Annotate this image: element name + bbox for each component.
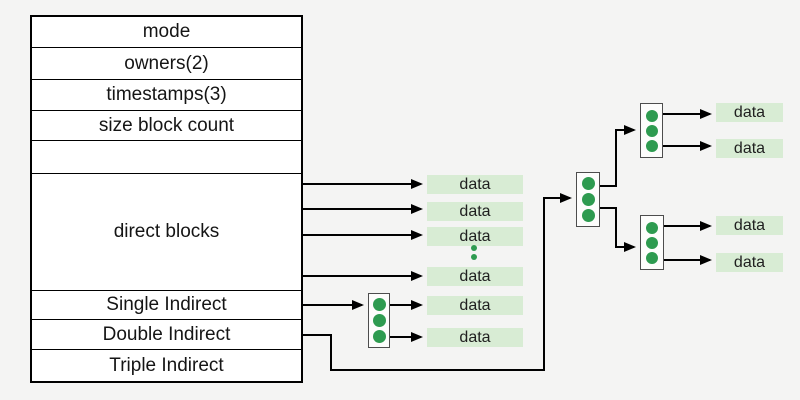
pointer-dot — [646, 236, 658, 249]
inode-table: mode owners(2) timestamps(3) size block … — [30, 15, 303, 383]
ellipsis-dot — [471, 254, 477, 260]
inode-row-direct-blocks: direct blocks — [32, 174, 301, 291]
pointer-dot — [372, 314, 386, 327]
inode-row-label: size block count — [98, 114, 235, 136]
pointer-dot — [581, 177, 595, 190]
data-block: data — [427, 296, 523, 315]
arrow-level1-to-top-block — [600, 125, 636, 187]
inode-row-mode: mode — [32, 17, 301, 48]
data-block: data — [716, 139, 783, 158]
indirect-block-double-level2-bottom — [640, 215, 664, 270]
indirect-block-double-level2-top — [640, 103, 663, 158]
data-block: data — [716, 103, 783, 122]
inode-row-label: Triple Indirect — [109, 354, 224, 376]
inode-row-owners: owners(2) — [32, 48, 301, 80]
inode-row-empty — [32, 141, 301, 174]
data-block: data — [427, 227, 523, 246]
arrow-level1-to-bottom-block — [600, 207, 636, 252]
pointer-dot — [581, 209, 595, 222]
data-block: data — [427, 267, 523, 286]
data-block: data — [427, 175, 523, 194]
pointer-dot — [645, 109, 658, 122]
ellipsis-dot — [471, 245, 477, 251]
data-block: data — [427, 202, 523, 221]
pointer-dot — [372, 298, 386, 311]
data-block: data — [716, 216, 783, 235]
ellipsis-dots — [471, 245, 477, 260]
pointer-dot — [646, 221, 658, 234]
pointer-dot — [645, 124, 658, 137]
inode-row-double-indirect: Double Indirect — [32, 320, 301, 350]
indirect-block-single — [368, 293, 390, 348]
inode-row-label: Single Indirect — [106, 294, 227, 315]
inode-row-triple-indirect: Triple Indirect — [32, 350, 301, 381]
pointer-dot — [645, 139, 658, 152]
inode-row-label: owners(2) — [124, 52, 209, 74]
data-block: data — [427, 328, 523, 347]
inode-row-label: timestamps(3) — [106, 84, 227, 105]
pointer-dot — [372, 330, 386, 343]
inode-row-label: mode — [142, 21, 191, 42]
inode-row-label: direct blocks — [113, 221, 220, 242]
pointer-dot — [646, 251, 658, 264]
inode-row-single-indirect: Single Indirect — [32, 291, 301, 320]
inode-row-timestamps: timestamps(3) — [32, 80, 301, 111]
pointer-dot — [581, 193, 595, 206]
data-block: data — [716, 253, 783, 272]
inode-row-label: Double Indirect — [102, 323, 231, 345]
inode-row-size-block-count: size block count — [32, 111, 301, 141]
indirect-block-double-level1 — [576, 172, 600, 227]
